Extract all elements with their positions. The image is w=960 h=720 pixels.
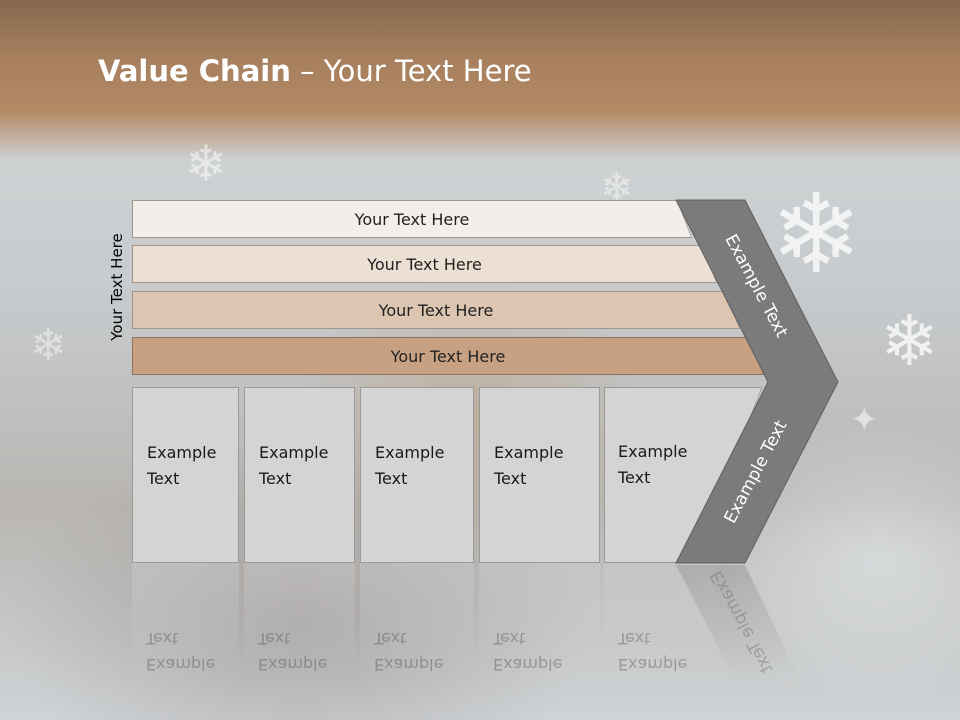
bar-3-label: Your Text Here: [378, 300, 494, 320]
title-rest: – Your Text Here: [290, 54, 532, 88]
column-2: Example Text: [244, 387, 355, 563]
column-4-line2: Text: [494, 469, 527, 488]
column-3: Example Text: [360, 387, 474, 563]
snowflake-icon: ❄: [185, 135, 227, 193]
title-strong: Value Chain: [98, 54, 291, 88]
bar-2-label: Your Text Here: [367, 254, 482, 274]
bar-2-fill: [133, 246, 716, 282]
column-1-line1: Example: [147, 443, 217, 462]
bar-4: Your Text Here: [132, 337, 764, 375]
column-5-line1: Example: [618, 442, 688, 461]
snowflake-icon: ❄: [770, 170, 863, 298]
chevron-shape: [675, 199, 839, 564]
title-band: [0, 0, 960, 160]
column-4: Example Text: [479, 387, 600, 563]
column-5-line2: Text: [618, 468, 651, 487]
bar-2: Your Text Here: [132, 245, 717, 283]
column-4-line1: Example: [494, 443, 564, 462]
column-1-line2: Text: [147, 469, 180, 488]
snowflake-icon: ✦: [850, 400, 879, 440]
column-5-text: Example Text: [618, 439, 687, 491]
column-5: Example Text: [604, 387, 762, 563]
column-3-line1: Example: [375, 443, 445, 462]
column-3-line2: Text: [375, 469, 408, 488]
column-1: Example Text: [132, 387, 239, 563]
bar-1-label: Your Text Here: [354, 209, 470, 229]
slide-title: Value Chain – Your Text Here: [98, 54, 532, 88]
column-3-reflection: Example Text: [360, 563, 474, 683]
column-1-reflection: Example Text: [132, 563, 239, 683]
bar-1: Your Text Here: [132, 200, 692, 238]
bar-4-fill: [133, 338, 763, 374]
column-2-reflection: Example Text: [244, 563, 355, 683]
bar-4-label: Your Text Here: [390, 346, 506, 366]
snowflake-icon: ❄: [880, 300, 939, 382]
bar-3: Your Text Here: [132, 291, 740, 329]
snowflake-icon: ❄: [30, 320, 67, 371]
column-2-line1: Example: [259, 443, 329, 462]
chevron-reflection: [676, 565, 800, 680]
column-4-reflection: Example Text: [479, 563, 600, 683]
column-2-line2: Text: [259, 469, 292, 488]
bar-1-fill: [133, 201, 691, 237]
bar-3-fill: [133, 292, 739, 328]
